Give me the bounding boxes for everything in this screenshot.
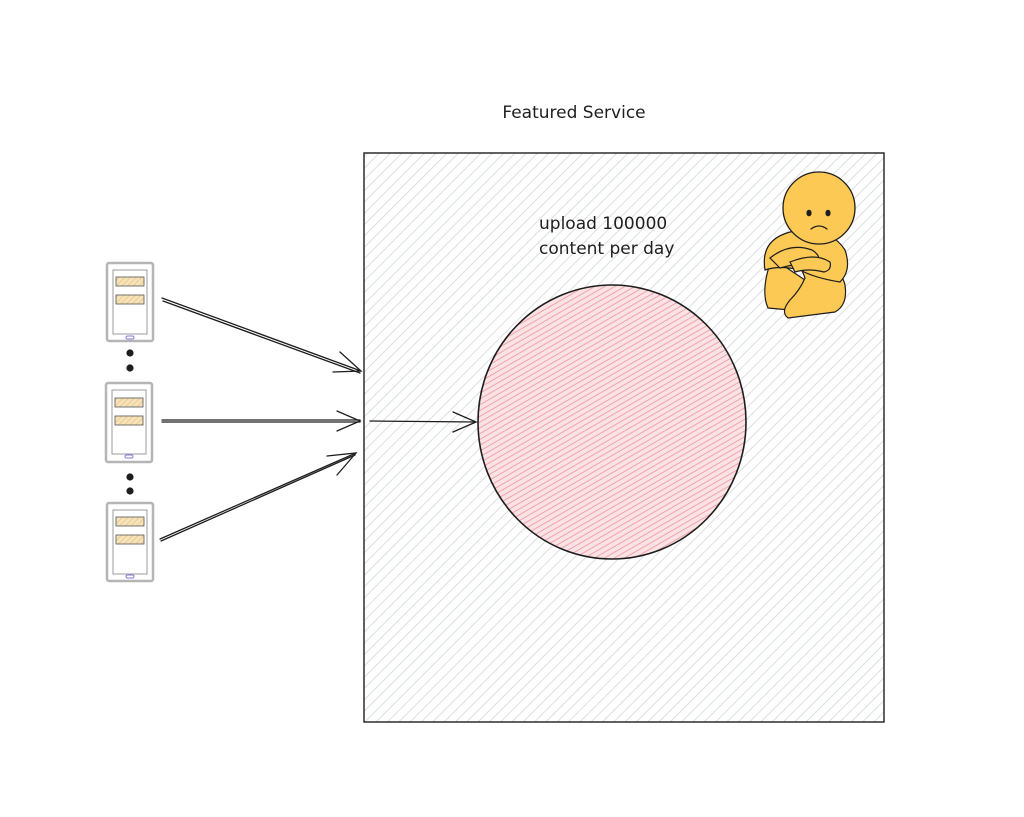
load-circle <box>477 284 747 560</box>
arrow-client-2 <box>161 410 362 432</box>
arrow-client-3 <box>159 452 358 542</box>
continuation-dots-1 <box>126 349 134 372</box>
client-phone-1 <box>105 261 155 343</box>
upload-volume-note: upload 100000 content per day <box>539 214 674 259</box>
note-line-2: content per day <box>539 239 674 259</box>
vertical-ellipsis-icon <box>126 473 134 481</box>
vertical-ellipsis-icon <box>126 349 134 357</box>
diagram-title: Featured Service <box>502 103 645 123</box>
note-line-1: upload 100000 <box>539 214 667 234</box>
arrow-client-1 <box>161 297 363 374</box>
sad-person-icon <box>763 171 856 319</box>
arrow-to-circle <box>369 411 478 433</box>
client-phone-2 <box>104 381 154 464</box>
client-phone-3 <box>105 501 155 583</box>
continuation-dots-2 <box>126 473 134 495</box>
